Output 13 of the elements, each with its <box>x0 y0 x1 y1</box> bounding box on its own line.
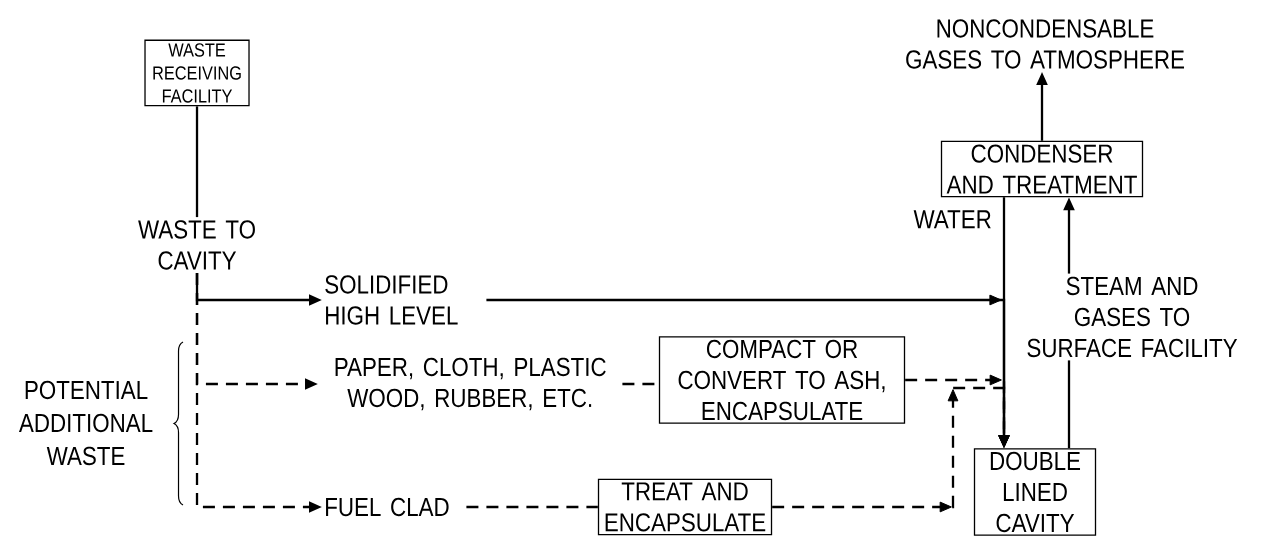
process-box: COMPACT OR CONVERT TO ASH, ENCAPSULATE <box>658 336 906 424</box>
process-box: TREAT AND ENCAPSULATE <box>597 478 773 536</box>
flow-label: PAPER, CLOTH, PLASTIC WOOD, RUBBER, ETC. <box>335 357 606 411</box>
flow-label: SOLIDIFIED HIGH LEVEL <box>325 275 458 325</box>
flow-label: NONCONDENSABLE GASES TO ATMOSPHERE <box>906 19 1184 69</box>
flow-label: WASTE TO CAVITY <box>138 220 255 270</box>
group-label: POTENTIAL ADDITIONAL WASTE <box>18 380 153 466</box>
process-box: DOUBLE LINED CAVITY <box>973 448 1097 536</box>
flow-label: STEAM AND GASES TO SURFACE FACILITY <box>1027 276 1238 358</box>
flow-label: FUEL CLAD <box>326 497 449 517</box>
process-box: CONDENSER AND TREATMENT <box>940 140 1144 198</box>
edge-label: WATER <box>911 208 994 231</box>
process-box: WASTE RECEIVING FACILITY <box>144 39 250 107</box>
